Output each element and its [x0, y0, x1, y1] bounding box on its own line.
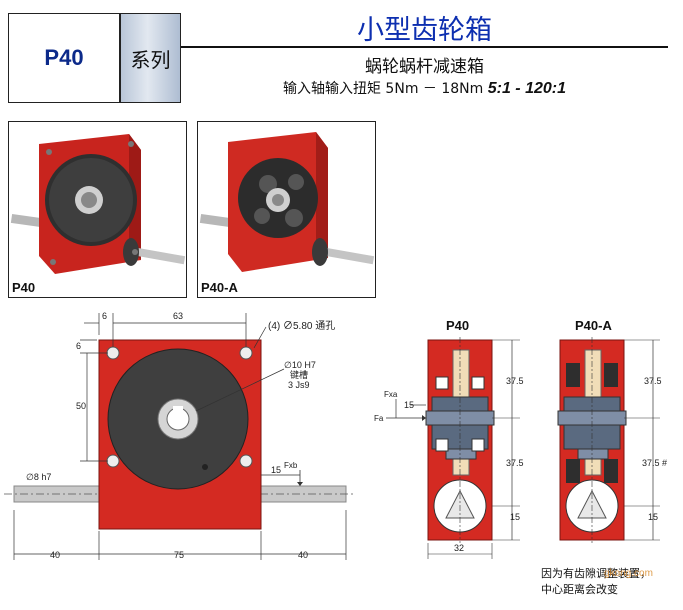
hole-note: (4) ∅5.80 通孔 [268, 320, 335, 332]
bore-note-3: 3 Js9 [288, 380, 310, 390]
watermark: gkong.com [604, 568, 653, 579]
dim-shaft-offset: 15 [271, 465, 281, 475]
title-divider [181, 46, 668, 48]
model-code-box: P40 [8, 13, 120, 103]
dim-375-top: 37.5 [506, 376, 524, 386]
bore-note-2: 键槽 [290, 369, 308, 380]
gearbox-image-p40 [10, 134, 186, 274]
dim-375-mid: 37.5 [506, 458, 524, 468]
ratio-range: 5:1 - 120:1 [487, 80, 566, 97]
section-view-drawing: P40 P40-A Fxa Fa 15 37.5 37.5 15 32 [374, 318, 667, 559]
force-fxb: Fxb [284, 461, 298, 470]
bore-note-1: ∅10 H7 [284, 360, 316, 370]
gearbox-image-p40a [199, 132, 375, 272]
dim-375-top-right: 37.5 [644, 376, 662, 386]
footnote: 因为有齿隙调整装置， 中心距离会改变 [541, 565, 651, 597]
series-box: 系列 [120, 13, 181, 103]
dim-bottom-left: 40 [50, 550, 60, 560]
section-p40a [557, 337, 627, 543]
footnote-line-2: 中心距离会改变 [541, 583, 618, 596]
photo-label-p40a: P40-A [201, 280, 238, 295]
front-view-drawing: 6 63 (4) ∅5.80 通孔 6 50 ∅10 H7 键槽 3 Js9 ∅… [4, 311, 356, 560]
dim-bottom-right: 40 [298, 550, 308, 560]
shaft-note: ∅8 h7 [26, 472, 51, 482]
torque-range: 输入轴输入扭矩 5Nm － 18Nm [282, 81, 484, 97]
page-title: 小型齿轮箱 [357, 15, 492, 46]
dim-left-top: 6 [76, 341, 81, 351]
model-code: P40 [44, 45, 84, 70]
force-fxa: Fxa [384, 390, 398, 399]
series-label: 系列 [130, 47, 171, 72]
section-heading-p40: P40 [446, 318, 469, 333]
dim-top-span: 63 [173, 311, 183, 321]
section-p40 [425, 337, 495, 543]
dim-top-left: 6 [102, 311, 107, 321]
page-subtitle: 蜗轮蜗杆减速箱 [365, 57, 484, 77]
dim-375-mid-right: 37.5 # [642, 458, 667, 468]
section-heading-p40a: P40-A [575, 318, 612, 333]
footnote-line-1: 因为有齿隙调整装置， [541, 567, 651, 580]
product-photo-p40a: P40-A [197, 121, 376, 298]
force-fa: Fa [374, 414, 384, 423]
dim-bottom-mid: 75 [174, 550, 184, 560]
photo-label-p40: P40 [12, 280, 36, 295]
dim-15-bottom-right: 15 [648, 512, 658, 522]
dim-15-bottom: 15 [510, 512, 520, 522]
dim-15-left: 15 [404, 400, 414, 410]
dim-left-height: 50 [76, 401, 86, 411]
product-photo-p40: P40 [8, 121, 187, 298]
torque-spec: 输入轴输入扭矩 5Nm － 18Nm 5:1 - 120:1 [181, 78, 668, 98]
dim-width: 32 [454, 543, 464, 553]
